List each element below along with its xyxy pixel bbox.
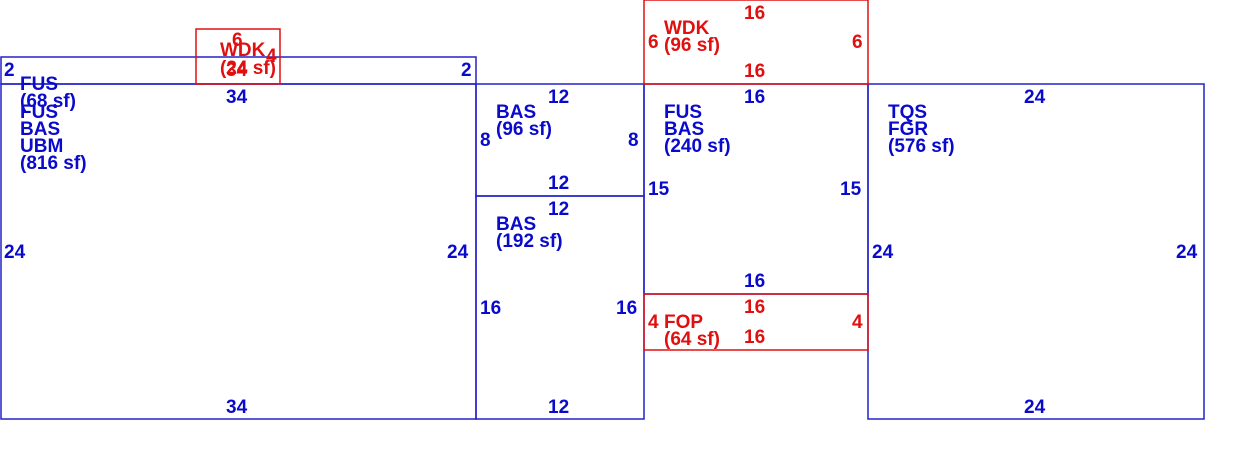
dim-main-right: 24 bbox=[447, 242, 469, 263]
area-label-fus-bas-ubm-816: FUS BAS UBM (816 sf) bbox=[20, 102, 87, 174]
area-label-tqs-fgr-576: TQS FGR (576 sf) bbox=[888, 102, 955, 157]
dim-main-left: 24 bbox=[4, 242, 26, 263]
dim-wdk96-bottom: 16 bbox=[744, 61, 765, 82]
dim-wdk24-side: 4 bbox=[266, 46, 277, 67]
dim-tqs-top: 24 bbox=[1024, 87, 1046, 108]
area-label-bas-192: BAS (192 sf) bbox=[496, 214, 563, 252]
dim-wdk96-left: 6 bbox=[648, 32, 659, 53]
dim-fus68-left: 2 bbox=[4, 60, 15, 81]
dim-fop-right: 4 bbox=[852, 312, 863, 333]
dim-bas96-right: 8 bbox=[628, 130, 639, 151]
dim-bas192-left: 16 bbox=[480, 298, 501, 319]
dim-bas96-left: 8 bbox=[480, 130, 491, 151]
area-label-bas-96: BAS (96 sf) bbox=[496, 102, 552, 140]
dim-tqs-right: 24 bbox=[1176, 242, 1198, 263]
wdk-96-outline bbox=[643, 0, 869, 85]
dim-main-top: 34 bbox=[226, 87, 248, 108]
dim-fus240-right: 15 bbox=[840, 179, 862, 200]
dim-fop-bottom: 16 bbox=[744, 327, 765, 348]
dim-fus240-top: 16 bbox=[744, 87, 765, 108]
tqs-fgr-outline bbox=[867, 83, 1205, 420]
wdk-24-outline bbox=[195, 28, 281, 85]
dim-bas96-top: 12 bbox=[548, 87, 569, 108]
dim-fus240-bottom: 16 bbox=[744, 271, 765, 292]
dim-fop-left: 4 bbox=[648, 312, 659, 333]
dim-fus68-right: 2 bbox=[461, 60, 472, 81]
dim-fop-top: 16 bbox=[744, 297, 765, 318]
dim-wdk24-bottom: 34 bbox=[226, 60, 248, 81]
dim-bas96-bottom: 12 bbox=[548, 173, 569, 194]
area-label-fop-64: FOP (64 sf) bbox=[664, 312, 720, 350]
area-label-fus-68: FUS (68 sf) bbox=[20, 74, 76, 112]
area-label-fus-bas-240: FUS BAS (240 sf) bbox=[664, 102, 731, 157]
dim-fus240-left: 15 bbox=[648, 179, 670, 200]
dim-bas192-right: 16 bbox=[616, 298, 637, 319]
dim-wdk96-right: 6 bbox=[852, 32, 863, 53]
dim-tqs-left: 24 bbox=[872, 242, 894, 263]
fop-64-outline bbox=[643, 293, 869, 351]
dim-bas192-bottom: 12 bbox=[548, 397, 569, 418]
area-label-wdk-24: WDK (24 sf) bbox=[220, 40, 276, 79]
area-label-wdk-96: WDK (96 sf) bbox=[664, 18, 720, 56]
main-house-outline bbox=[0, 83, 477, 420]
dim-bas192-top: 12 bbox=[548, 199, 569, 220]
dim-main-bottom: 34 bbox=[226, 397, 248, 418]
dim-tqs-bottom: 24 bbox=[1024, 397, 1046, 418]
dim-wdk96-top: 16 bbox=[744, 3, 765, 24]
dim-wdk24-top: 6 bbox=[232, 30, 243, 51]
